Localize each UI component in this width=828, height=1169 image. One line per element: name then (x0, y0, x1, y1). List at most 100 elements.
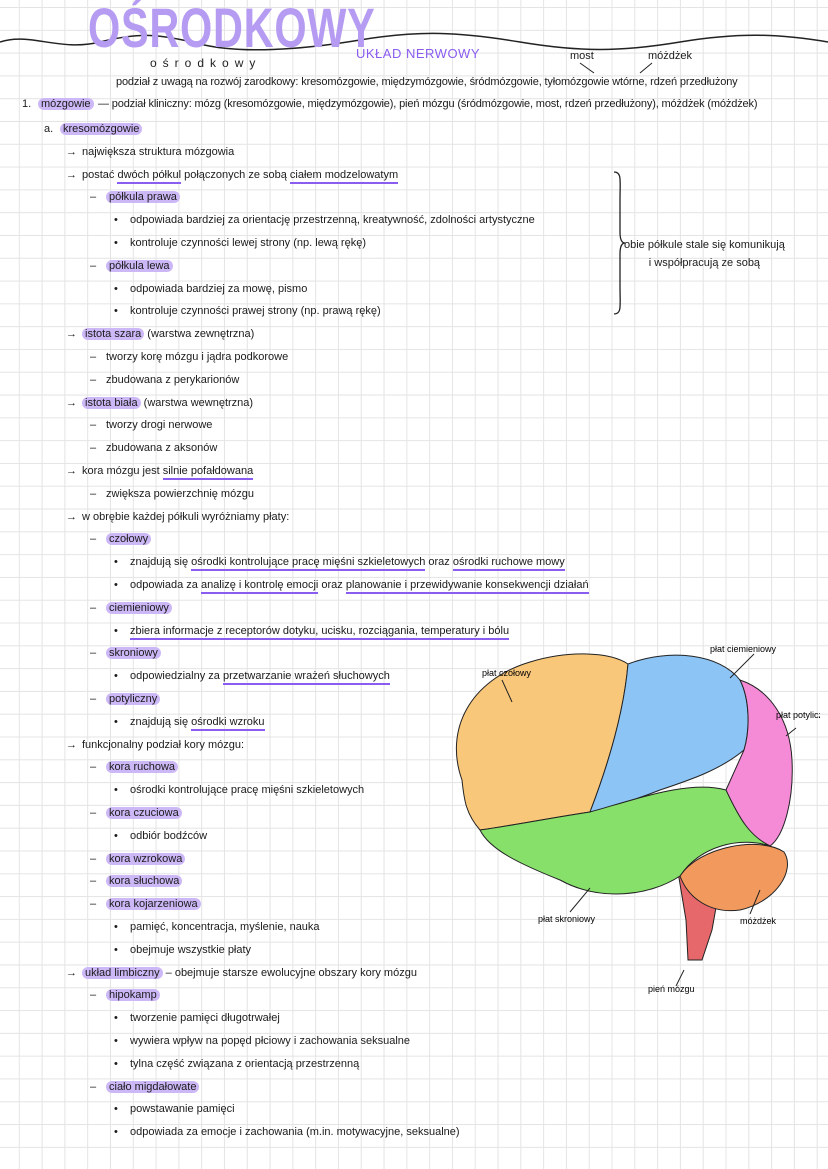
note-line: →największa struktura mózgowia (66, 141, 234, 164)
note-line: • odpowiada bardziej za orientację przest… (114, 209, 535, 232)
bullet-icon: • (114, 829, 118, 842)
note-text: (warstwa zewnętrzna) (144, 328, 255, 341)
marker-icon: – (90, 419, 97, 432)
note-line: •powstawanie pamięci (114, 1098, 235, 1121)
note-line: •odbiór bodźców (114, 825, 207, 848)
note-line: –czołowy (90, 528, 152, 551)
bullet-icon: • (114, 670, 118, 683)
note-text: połączonych ze sobą (181, 168, 290, 181)
bullet-icon: • (114, 624, 118, 637)
note-line: •ośrodki kontrolujące pracę mięśni szkie… (114, 779, 364, 802)
note-line: • odpowiada za emocje i zachowania (m.in.… (114, 1121, 460, 1144)
highlighted-term: ciało migdałowate (106, 1080, 200, 1093)
bullet-icon: • (114, 715, 118, 728)
brace-note-line: obie półkule stale się komunikują (624, 239, 785, 251)
note-line: •pamięć, koncentracja, myślenie, nauka (114, 916, 320, 939)
note-line: –kora czuciowa (90, 802, 182, 825)
note-text: odpowiada za emocje i zachowania (m.in. … (130, 1126, 460, 1139)
marker-icon: – (90, 761, 97, 774)
highlighted-term: czołowy (106, 533, 152, 546)
marker-icon: – (90, 852, 97, 865)
temporal-lobe-region (479, 786, 771, 895)
marker-icon: – (90, 373, 97, 386)
marker-icon: – (90, 259, 97, 272)
label-temporal-lobe: płat skroniowy (538, 914, 596, 924)
note-line: •tylna część związana z orientacją przes… (114, 1053, 359, 1076)
note-line: • znajdują się ośrodki wzroku (114, 711, 265, 734)
cerebellum-region (679, 843, 788, 912)
label-most: most (570, 50, 594, 62)
label-brainstem: pień mózgu (648, 984, 695, 994)
note-text: odpowiedzialny za (130, 670, 223, 683)
label-occipital-lobe: płat potyliczny (776, 710, 820, 720)
bullet-icon: • (114, 1012, 118, 1025)
note-text: powstawanie pamięci (130, 1103, 235, 1116)
highlighted-term: kora czuciowa (106, 807, 182, 819)
note-line: –półkula prawa (90, 186, 180, 209)
highlighted-term: potyliczny (106, 693, 161, 705)
highlighted-term: kresomózgowie (60, 123, 143, 135)
bullet-icon: • (114, 1126, 118, 1139)
curly-brace (613, 171, 626, 315)
note-line: •kontroluje czynności prawej strony (np.… (114, 300, 381, 323)
note-text: w obrębie każdej półkuli wyróżniamy płat… (82, 510, 290, 523)
marker-icon: – (90, 647, 97, 660)
arrow-icon: → (66, 738, 77, 751)
note-text: tylna część związana z orientacją przest… (130, 1057, 360, 1070)
underlined-phrase: ośrodki wzroku (191, 715, 265, 731)
arrow-icon: → (66, 510, 77, 523)
highlighted-term: półkula prawa (106, 191, 180, 204)
note-text: tworzy korę mózgu i jądra podkorowe (106, 351, 289, 363)
note-text: funkcjonalny podział kory mózgu: (82, 738, 245, 751)
note-text: odpowiada bardziej za orientację przestr… (130, 214, 535, 227)
marker-icon: – (90, 351, 97, 363)
note-line: •obejmuje wszystkie płaty (114, 939, 251, 962)
marker-icon: – (90, 693, 97, 705)
note-line: •znajdują się ośrodki kontrolujące pracę… (114, 551, 565, 574)
note-line: •odpowiada za analizę i kontrolę emocji … (114, 574, 589, 597)
underlined-phrase: ośrodki kontrolujące pracę mięśni szkiel… (191, 556, 426, 572)
marker-icon: – (90, 487, 97, 500)
note-line: –ciało migdałowate (90, 1076, 200, 1099)
note-line: →istota szara (warstwa zewnętrzna) (66, 323, 254, 346)
marker-icon: – (90, 1080, 97, 1093)
marker-icon: – (90, 898, 97, 911)
parietal-lobe-region (589, 654, 749, 813)
note-line: –hipokamp (90, 984, 160, 1007)
note-line: –zbudowana z perykarionów (90, 369, 239, 392)
bullet-icon: • (114, 282, 118, 295)
highlighted-term: istota szara (82, 328, 145, 341)
annotation-arrows (579, 62, 653, 74)
marker-icon: – (90, 442, 97, 455)
highlighted-term: istota biała (82, 396, 141, 409)
marker-icon: – (90, 989, 97, 1002)
note-line: –potyliczny (90, 688, 161, 711)
note-text: odpowiada bardziej za mowę, pismo (130, 282, 308, 295)
note-text: zwiększa powierzchnię mózgu (106, 487, 254, 500)
note-text: znajdują się (130, 715, 192, 728)
bullet-icon: • (114, 214, 118, 227)
note-line: –kora słuchowa (90, 870, 183, 893)
wavy-title-line (0, 32, 828, 51)
arrow-icon: → (66, 396, 77, 409)
note-text: zbudowana z aksonów (106, 442, 218, 455)
highlighted-term: półkula lewa (106, 259, 173, 272)
underlined-phrase: ośrodki ruchowe mowy (452, 556, 565, 572)
bullet-icon: • (114, 305, 118, 318)
marker-icon: – (90, 191, 97, 204)
underlined-phrase: dwóch półkul (117, 168, 182, 184)
brace-note-line: i współpracują ze sobą (648, 257, 761, 269)
underlined-phrase: zbiera informacje z receptorów dotyku, u… (130, 624, 510, 640)
note-text: oraz (318, 579, 346, 591)
bullet-icon: • (114, 556, 118, 569)
page-subtitle: UKŁAD NERWOWY (356, 46, 480, 61)
note-text: tworzy drogi nerwowe (106, 419, 213, 432)
note-line: –zwiększa powierzchnię mózgu (90, 483, 254, 506)
note-line: –tworzy korę mózgu i jądra podkorowe (90, 346, 288, 369)
note-text: obejmuje wszystkie płaty (130, 943, 252, 956)
arrow-icon: → (66, 168, 77, 181)
underlined-phrase: silnie pofałdowana (162, 465, 254, 480)
marker-icon: – (90, 601, 97, 614)
marker-icon: – (90, 875, 97, 888)
note-line: •odpowiedzialny za przetwarzanie wrażeń … (114, 665, 390, 688)
